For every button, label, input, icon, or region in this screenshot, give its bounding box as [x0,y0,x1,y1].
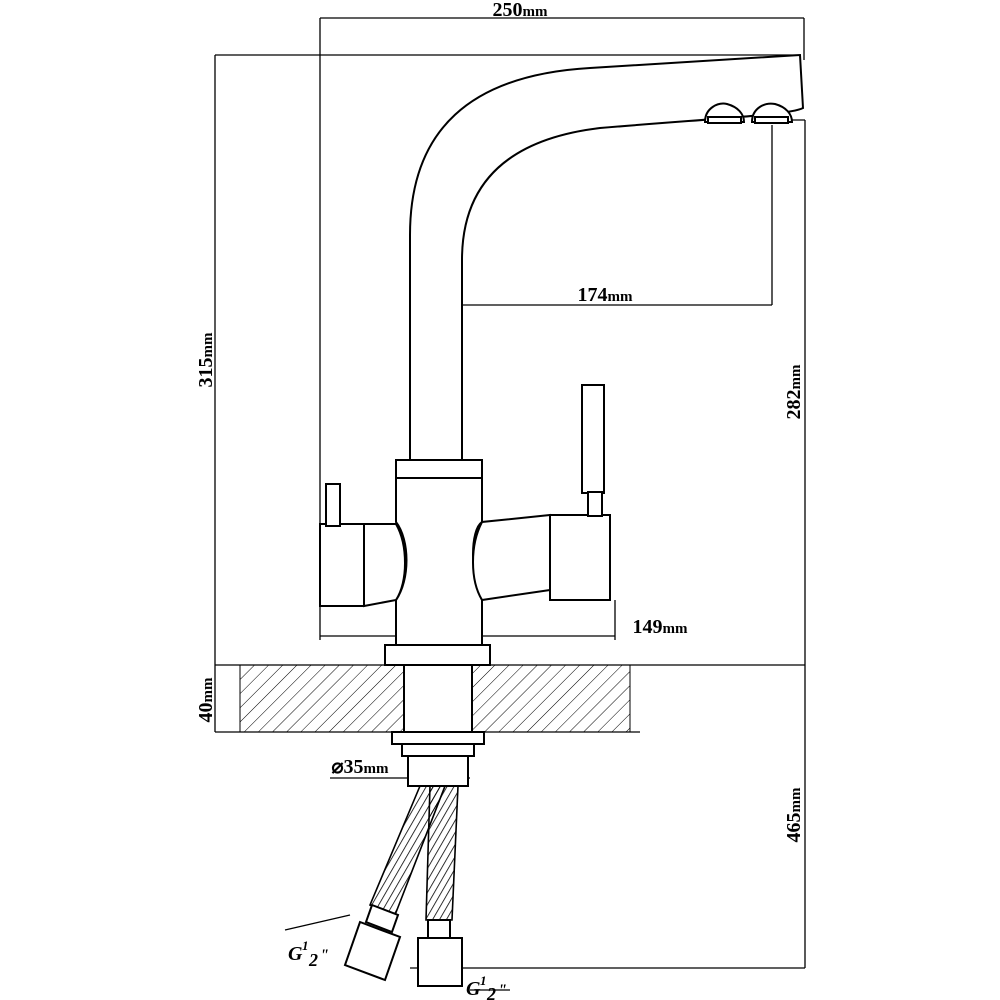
spout [409,53,805,461]
hose-left-ferrule [364,903,400,934]
left-handle-collar [363,523,406,608]
label-reach: 174mm [578,284,633,306]
hose-right [425,785,459,921]
mounting-sleeve [407,755,469,787]
label-diameter: ⌀35mm [331,756,389,778]
label-counter: 40mm [195,677,217,722]
thread-label-right: G 1 2 " [466,973,507,1000]
right-lever [581,384,605,494]
thread-label-left: G 1 2 " [288,938,329,970]
left-lever [325,483,341,527]
right-lever-stem [587,491,603,517]
svg-text:G: G [466,978,481,1000]
svg-text:": " [320,947,329,964]
mounting-shank [403,664,473,733]
svg-text:2: 2 [308,950,318,970]
aerator-right-ring [754,116,789,124]
label-hose: 465mm [783,787,805,842]
svg-text:G: G [288,943,303,965]
base-flange [384,644,491,666]
hose-left-nut [343,920,402,982]
hose-right-nut [417,937,463,987]
label-height: 315mm [195,332,217,387]
svg-text:": " [498,982,507,999]
mounting-washer [391,731,485,745]
right-handle-base [549,514,611,601]
svg-text:1: 1 [302,938,309,953]
leader-thread-left [284,914,351,931]
main-body [395,477,483,646]
label-spout-height: 282mm [783,364,805,419]
svg-text:2: 2 [486,984,496,1000]
body-cap [395,459,483,479]
label-width: 250mm [493,0,548,21]
filter-outlet [472,513,551,602]
hose-right-ferrule [427,919,451,939]
mounting-nut [401,743,475,757]
label-body: 149mm [633,616,688,638]
svg-text:1: 1 [480,973,487,988]
left-handle-base [319,523,365,607]
aerator-left-ring [707,116,742,124]
